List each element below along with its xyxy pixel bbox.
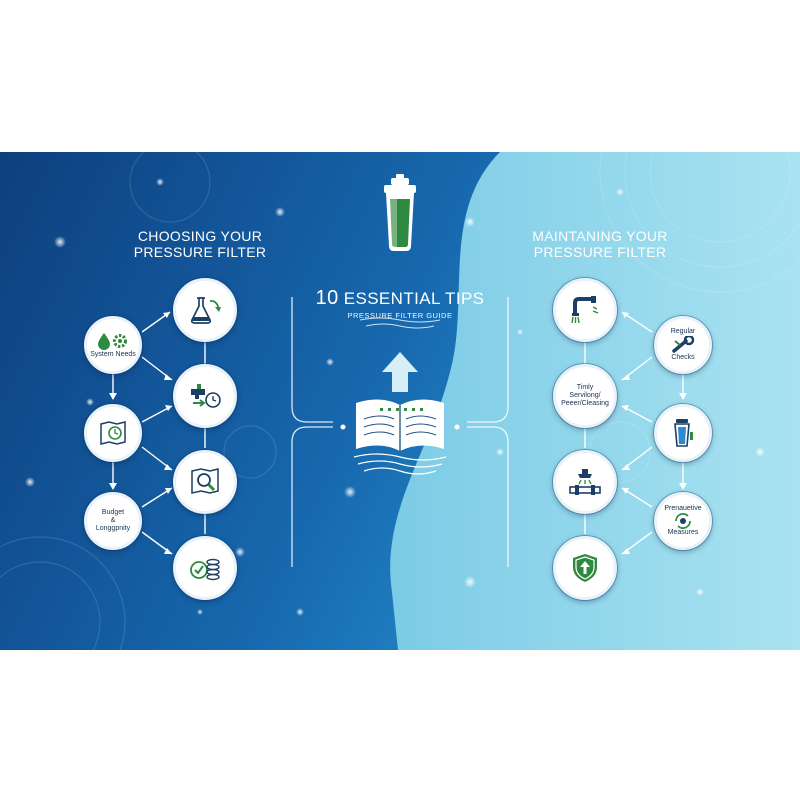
- filter-unit-node: [654, 404, 712, 462]
- infographic-stage: CHOOSING YOUR PRESSURE FILTER MAINTANING…: [0, 152, 800, 650]
- choosing-title: CHOOSING YOUR PRESSURE FILTER: [120, 228, 280, 260]
- regular-checks-node: Regular Checks: [654, 316, 712, 374]
- tips-title-text: ESSENTIAL TIPS: [343, 289, 485, 308]
- tips-title: 10 ESSENTIAL TIPS: [300, 287, 500, 310]
- coins-check-icon: [190, 558, 220, 581]
- recycle-gear-icon: [675, 513, 691, 529]
- blueprint-clock-icon: [100, 421, 126, 445]
- water-testing-node: [173, 278, 237, 342]
- timely-label-line1: Timly: [576, 384, 594, 391]
- preventive-measures-node: Prenauetive Measures: [654, 492, 712, 550]
- blueprint-check-node: [84, 404, 142, 462]
- open-book-icon: [353, 399, 447, 475]
- faucet-timer-icon: [191, 384, 221, 408]
- timely-label-line2: Servilong/: [569, 392, 601, 399]
- water-drop-gear-icon: [98, 333, 127, 350]
- tips-count: 10: [315, 287, 339, 309]
- protection-shield-node: [553, 536, 617, 600]
- upload-arrow-icon: [382, 352, 418, 392]
- regular-label-line2: Checks: [671, 354, 695, 361]
- filter-cartridge-icon: [674, 419, 693, 447]
- pipe-shower-icon: [569, 469, 601, 495]
- water-filter-icon: [384, 174, 416, 251]
- maintaining-title-line1: MAINTANING YOUR: [532, 228, 668, 244]
- center-heading: 10 ESSENTIAL TIPS PRESSURE FILTER GUIDE: [300, 287, 500, 320]
- budget-longevity-node: Budget & Longgpnity: [84, 492, 142, 550]
- budget-label-line2: &: [110, 517, 116, 524]
- magnifier-plan-icon: [191, 468, 219, 494]
- pipe-brush-icon: [571, 296, 599, 324]
- maintaining-title: MAINTANING YOUR PRESSURE FILTER: [520, 228, 680, 260]
- regular-label-line1: Regular: [670, 328, 696, 335]
- budget-label-line1: Budget: [101, 509, 125, 516]
- system-needs-label: System Needs: [90, 351, 136, 358]
- research-node: [173, 450, 237, 514]
- preventive-label-line1: Prenauetive: [664, 505, 702, 512]
- choosing-title-line1: CHOOSING YOUR: [137, 228, 263, 244]
- cost-approval-node: [173, 536, 237, 600]
- shield-icon: [573, 554, 597, 582]
- maintaining-title-line2: PRESSURE FILTER: [533, 244, 667, 260]
- guide-subtitle: PRESSURE FILTER GUIDE: [347, 311, 453, 320]
- pipe-flush-node: [553, 450, 617, 514]
- flow-rate-node: [173, 364, 237, 428]
- budget-label-line3: Longgpnity: [95, 525, 131, 532]
- timely-servicing-node: Timly Servilong/ Peeer/Cleasing: [553, 364, 617, 428]
- preventive-label-line2: Measures: [667, 529, 699, 536]
- background-art: [0, 152, 800, 650]
- flask-icon: [190, 297, 221, 324]
- timely-label-line3: Peeer/Cleasing: [561, 400, 609, 407]
- wrench-icon: [672, 336, 695, 353]
- subtitle-wave: [359, 317, 441, 329]
- system-needs-node: System Needs: [84, 316, 142, 374]
- cleaning-brush-node: [553, 278, 617, 342]
- choosing-title-line2: PRESSURE FILTER: [133, 244, 267, 260]
